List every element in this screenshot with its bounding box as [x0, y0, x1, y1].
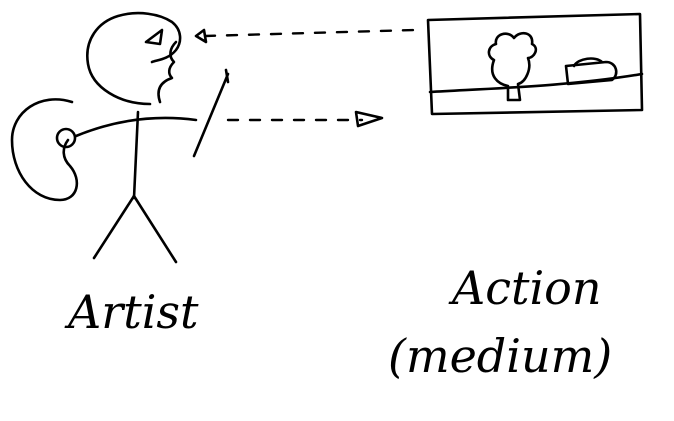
label-action: Action [448, 261, 602, 315]
perception-arrowhead [194, 28, 208, 44]
picture-object-top [572, 57, 604, 68]
picture-frame [426, 12, 644, 116]
artist-left-leg [92, 194, 136, 260]
picture-object [564, 60, 618, 86]
picture-horizon [428, 72, 644, 94]
artist-right-leg [132, 194, 178, 264]
artist-arm [74, 116, 198, 138]
label-artist: Artist [64, 285, 199, 339]
picture-figure [487, 31, 538, 102]
label-medium: (medium) [388, 329, 612, 383]
perception-dashed-line [203, 28, 417, 38]
artist-face [157, 40, 178, 104]
artist-ear-circle [55, 127, 77, 149]
action-arrowhead [354, 110, 384, 128]
artist-tool [192, 72, 230, 158]
artist-head [86, 11, 182, 106]
artist-body [132, 110, 140, 200]
artist-tool-tip [224, 68, 230, 84]
artist-eye [144, 28, 164, 46]
artist-ear-loop [10, 98, 79, 202]
